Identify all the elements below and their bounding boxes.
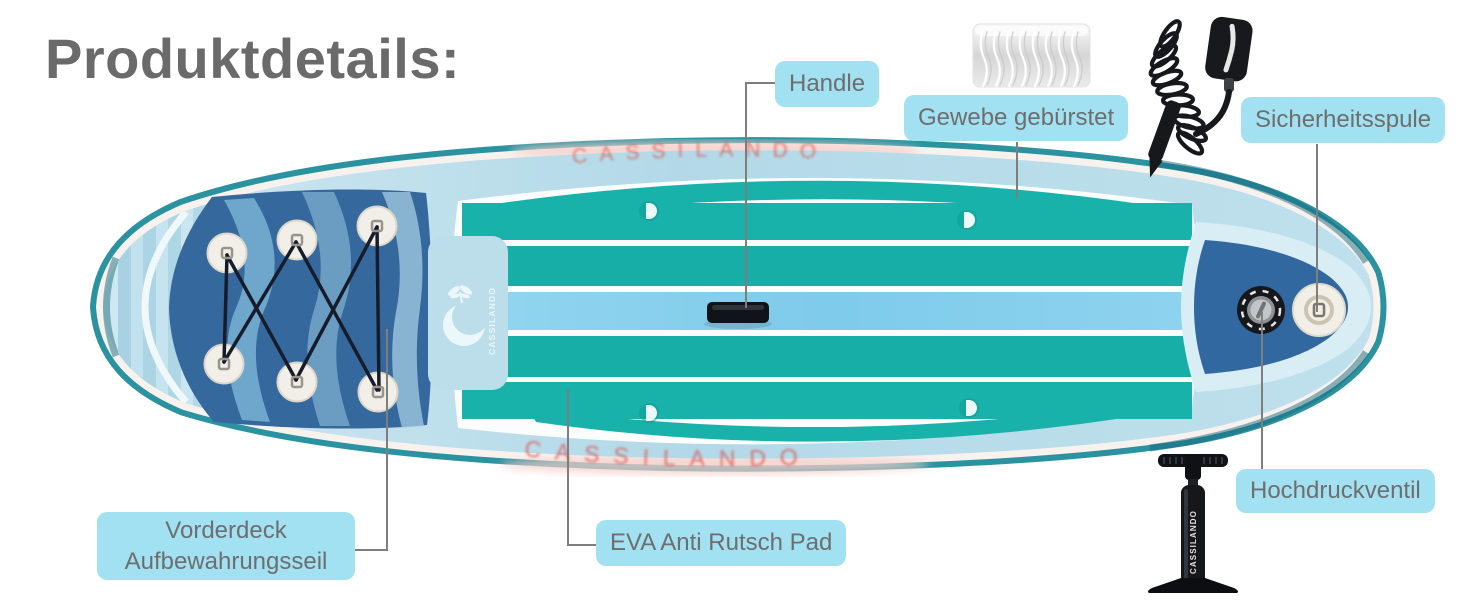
callout-front-deck-rope-line2: Aufbewahrungsseil	[124, 548, 328, 575]
callout-valve: Hochdruckventil	[1236, 469, 1435, 513]
callout-front-deck-rope: Vorderdeck Aufbewahrungsseil	[97, 512, 355, 580]
anchor-hooks	[217, 219, 385, 399]
callout-eva-pad: EVA Anti Rutsch Pad	[596, 520, 847, 566]
callout-handle-label: Handle	[789, 70, 866, 97]
nose-outline-arc	[141, 209, 189, 405]
connector-line-fabric	[1016, 142, 1018, 198]
connector-line-eva-h	[567, 544, 598, 546]
brand-logo-text: CASSILANDO	[487, 287, 497, 355]
callout-valve-label: Hochdruckventil	[1250, 477, 1421, 504]
callout-safety-coil: Sicherheitsspule	[1241, 97, 1446, 143]
carry-handle	[704, 302, 772, 329]
deck-d-rings	[639, 201, 979, 423]
pump-brand-text: CASSILANDO	[1189, 510, 1198, 574]
fabric-swatch-image	[972, 23, 1091, 88]
bungee-cords	[222, 225, 381, 392]
brand-logo: CASSILANDO	[428, 236, 508, 390]
connector-line-handle-h	[745, 82, 777, 84]
callout-front-deck-rope-line1: Vorderdeck	[165, 517, 287, 544]
connector-line-eva-v	[567, 389, 569, 546]
connector-line-safety-coil	[1316, 144, 1318, 312]
leash-cuff	[1205, 16, 1253, 82]
edge-shading	[103, 158, 1369, 452]
cargo-net-area	[169, 189, 433, 429]
connector-line-front-deck-v	[386, 329, 388, 551]
dragonfly-icon	[448, 285, 472, 304]
callout-safety-coil-label: Sicherheitsspule	[1255, 106, 1432, 133]
air-valve	[1237, 286, 1285, 334]
leash-attachment-ring	[1292, 283, 1346, 337]
callout-handle: Handle	[775, 61, 880, 107]
connector-line-valve	[1261, 312, 1263, 470]
leash-spring	[1148, 19, 1208, 156]
eva-stripe-bottom	[528, 397, 1178, 442]
eva-stripe-top	[468, 180, 1186, 227]
callout-eva-pad-label: EVA Anti Rutsch Pad	[610, 529, 833, 556]
connector-line-front-deck-h	[355, 549, 388, 551]
center-stripe	[462, 292, 1192, 330]
board: CASSILANDO	[89, 137, 1387, 475]
leash-coil-image	[1148, 16, 1253, 178]
tail-pad	[1181, 222, 1371, 392]
eva-pad	[451, 177, 1199, 445]
callout-fabric: Gewebe gebürstet	[904, 95, 1129, 141]
connector-line-handle-v	[745, 82, 747, 308]
page-title: Produktdetails:	[45, 27, 461, 90]
leash-strap	[1148, 100, 1181, 178]
hand-pump-image: CASSILANDO	[1148, 454, 1238, 593]
callout-fabric-label: Gewebe gebürstet	[918, 104, 1115, 131]
